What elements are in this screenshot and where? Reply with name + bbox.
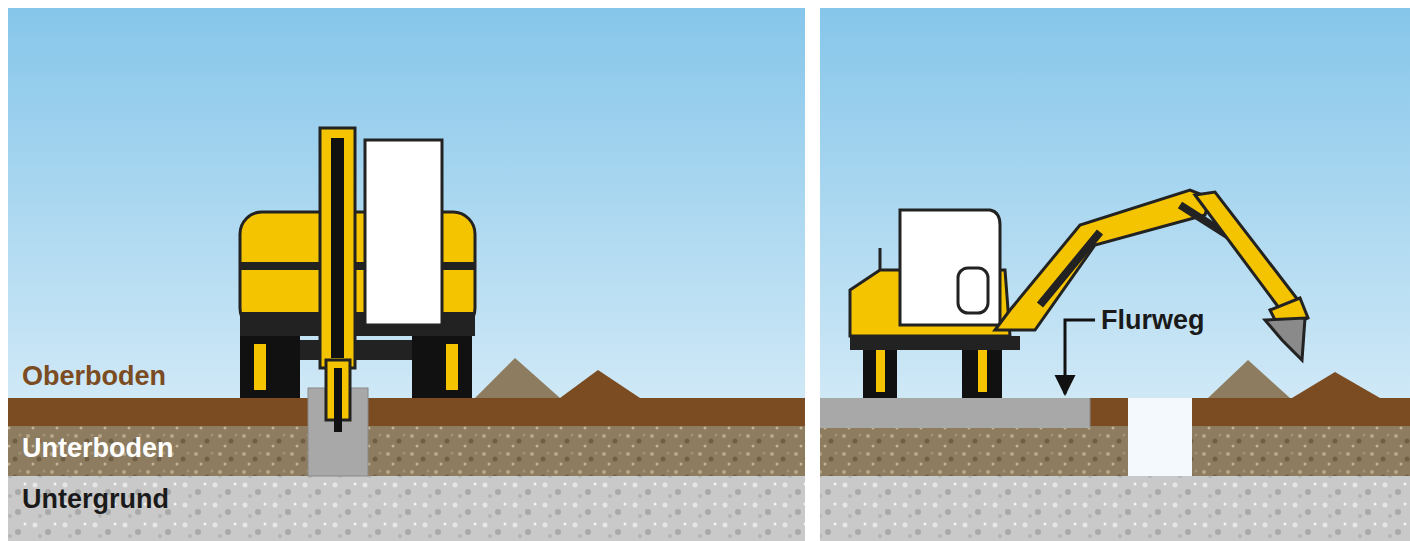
layer-label: Untergrund — [22, 484, 169, 514]
layer-label: Oberboden — [22, 361, 166, 391]
right-panel — [820, 8, 1410, 541]
layer-label: Unterboden — [22, 433, 174, 463]
road-label: Flurweg — [1101, 305, 1205, 335]
left-panel — [8, 8, 805, 541]
